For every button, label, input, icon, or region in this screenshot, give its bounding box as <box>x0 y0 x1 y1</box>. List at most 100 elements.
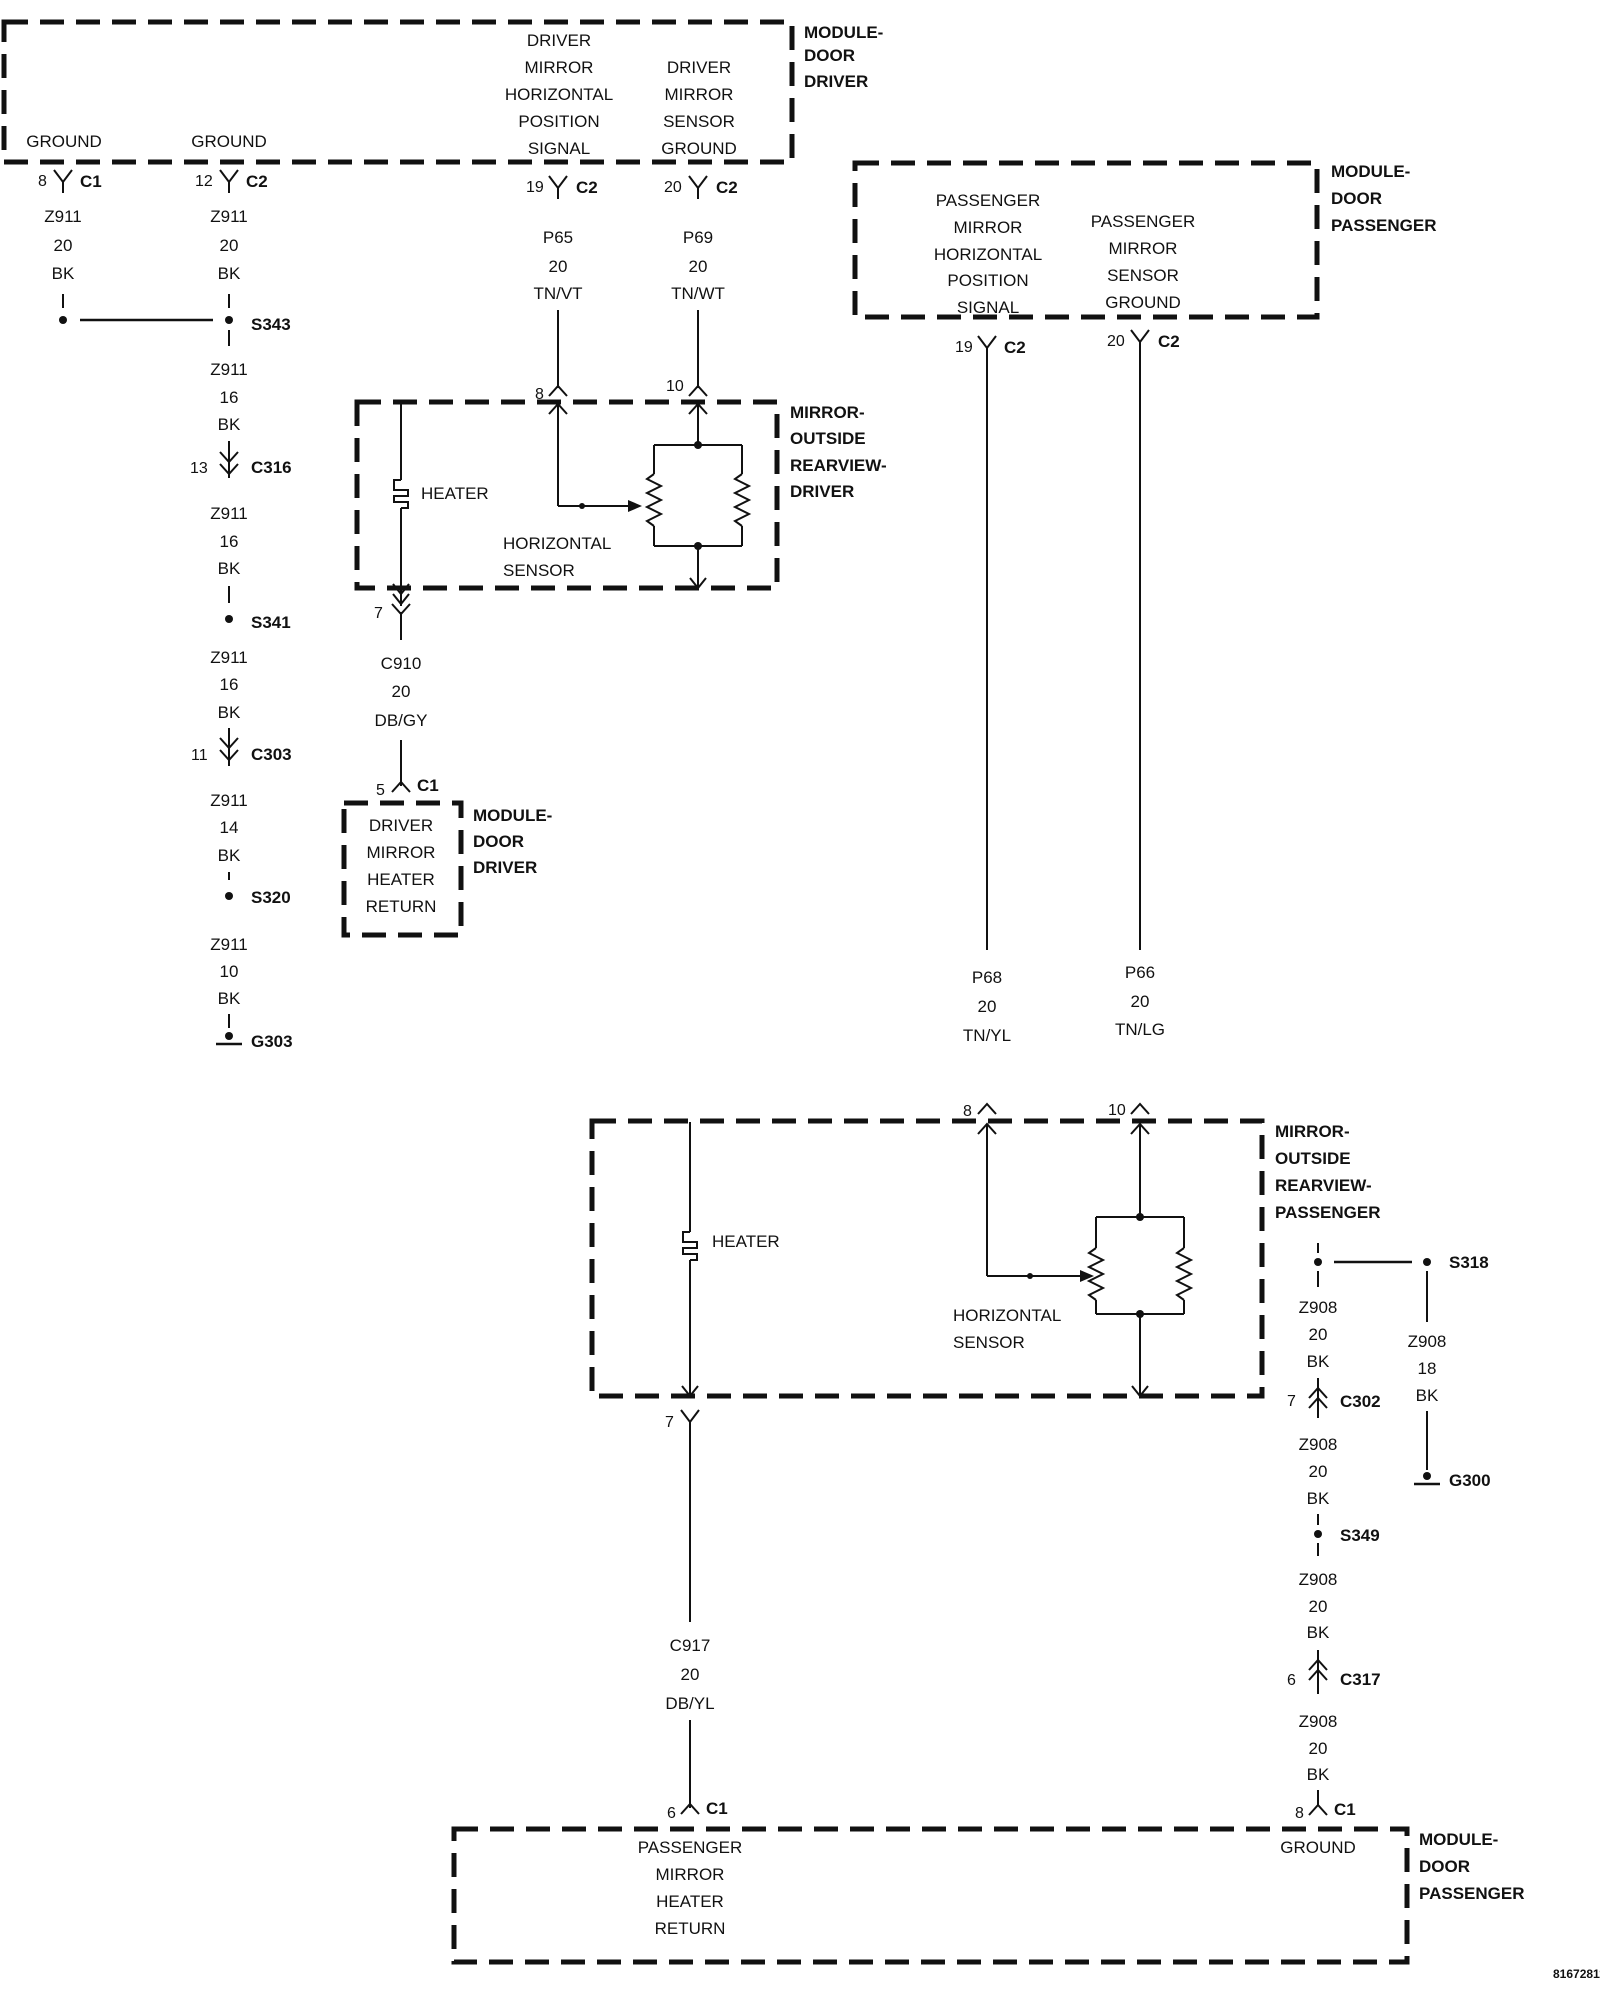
svg-text:8: 8 <box>1295 1805 1304 1822</box>
svg-text:7: 7 <box>1287 1393 1296 1410</box>
svg-text:5: 5 <box>376 782 385 799</box>
connector-c1-pin8-passenger: 8 C1 <box>1295 1800 1356 1822</box>
svg-text:DB/GY: DB/GY <box>375 711 428 730</box>
svg-text:Z908: Z908 <box>1408 1332 1447 1351</box>
svg-text:19: 19 <box>955 339 973 356</box>
svg-text:C910: C910 <box>381 654 422 673</box>
svg-text:Z911: Z911 <box>210 791 248 810</box>
svg-text:Z908: Z908 <box>1299 1298 1338 1317</box>
driver-mirror-horizontal-label: DRIVER MIRROR HORIZONTAL POSITION SIGNAL <box>505 31 613 158</box>
svg-text:10: 10 <box>1108 1102 1126 1119</box>
svg-text:PASSENGER: PASSENGER <box>1275 1203 1381 1222</box>
svg-text:C302: C302 <box>1340 1392 1381 1411</box>
connector-c316-pin13: 13 C316 <box>190 441 292 478</box>
wire-z908-20-bk-3: Z908 20 BK <box>1299 1570 1338 1642</box>
svg-text:HORIZONTAL: HORIZONTAL <box>503 534 611 553</box>
module-door-passenger-top-box <box>852 160 1320 320</box>
svg-text:11: 11 <box>191 747 208 764</box>
svg-text:SENSOR: SENSOR <box>1107 266 1179 285</box>
connector-c302-pin7: 7 C302 <box>1287 1378 1381 1418</box>
svg-text:16: 16 <box>220 532 239 551</box>
wire-z911-14-bk: Z911 14 BK <box>210 791 248 865</box>
svg-text:OUTSIDE: OUTSIDE <box>790 429 866 448</box>
svg-text:GROUND: GROUND <box>661 139 737 158</box>
connector-pin10-mirror-driver: 10 <box>666 378 708 397</box>
connector-pin10-mirror-passenger: 10 <box>1108 1102 1150 1119</box>
svg-text:C1: C1 <box>417 776 439 795</box>
figure-id: 81672811 <box>1553 1967 1600 1981</box>
svg-text:C2: C2 <box>246 172 268 191</box>
module-door-passenger-top-title: MODULE- DOOR PASSENGER <box>1331 162 1437 235</box>
mirror-passenger-box <box>589 1118 1265 1399</box>
ground-label-2: GROUND <box>191 132 267 151</box>
svg-text:MIRROR: MIRROR <box>1109 239 1178 258</box>
svg-text:20: 20 <box>681 1665 700 1684</box>
svg-text:P66: P66 <box>1125 963 1155 982</box>
mirror-driver-box <box>354 399 780 591</box>
module-door-driver-top-box <box>1 19 795 165</box>
svg-text:MIRROR: MIRROR <box>665 85 734 104</box>
module-door-passenger-bottom-box <box>451 1826 1410 1965</box>
svg-text:P65: P65 <box>543 228 573 247</box>
svg-text:MIRROR-: MIRROR- <box>790 403 865 422</box>
module-door-driver-top-title: MODULE- DOOR DRIVER <box>804 23 883 91</box>
svg-text:SIGNAL: SIGNAL <box>957 298 1019 317</box>
svg-text:10: 10 <box>666 378 684 395</box>
connector-pin7-passenger-mirror: 7 <box>665 1409 700 1432</box>
svg-text:7: 7 <box>374 605 383 622</box>
passenger-mirror-horizontal-label: PASSENGER MIRROR HORIZONTAL POSITION SIG… <box>934 191 1042 317</box>
svg-text:PASSENGER: PASSENGER <box>1091 212 1196 231</box>
heater-element-passenger <box>681 1122 699 1398</box>
svg-text:Z911: Z911 <box>210 504 248 523</box>
svg-text:DRIVER: DRIVER <box>667 58 731 77</box>
splice-s349-label: S349 <box>1340 1526 1380 1545</box>
module-door-driver-mid-title: MODULE- DOOR DRIVER <box>473 806 552 877</box>
svg-text:BK: BK <box>218 846 241 865</box>
svg-text:C1: C1 <box>1334 1800 1356 1819</box>
heater-element-driver <box>392 403 410 606</box>
svg-text:REARVIEW-: REARVIEW- <box>1275 1176 1372 1195</box>
svg-text:C2: C2 <box>1158 332 1180 351</box>
svg-text:PASSENGER: PASSENGER <box>638 1838 743 1857</box>
svg-text:8: 8 <box>535 386 544 403</box>
heater-label-passenger: HEATER <box>712 1232 780 1251</box>
svg-text:16: 16 <box>220 388 239 407</box>
svg-text:PASSENGER: PASSENGER <box>1331 216 1437 235</box>
svg-text:DRIVER: DRIVER <box>473 858 537 877</box>
svg-text:10: 10 <box>220 962 239 981</box>
wire-c917-label: C917 20 DB/YL <box>665 1636 714 1713</box>
svg-text:HORIZONTAL: HORIZONTAL <box>953 1306 1061 1325</box>
svg-text:6: 6 <box>1287 1672 1296 1689</box>
connector-c2-pin19-passenger: 19 C2 <box>955 335 1026 358</box>
svg-text:TN/YL: TN/YL <box>963 1026 1011 1045</box>
svg-text:BK: BK <box>1307 1765 1330 1784</box>
svg-text:BK: BK <box>218 264 241 283</box>
horizontal-sensor-passenger <box>977 1122 1194 1398</box>
svg-text:20: 20 <box>1309 1739 1328 1758</box>
wire-c910-label: C910 20 DB/GY <box>375 654 428 730</box>
svg-text:DRIVER: DRIVER <box>369 816 433 835</box>
wire-z908-20-bk-4: Z908 20 BK <box>1299 1712 1338 1784</box>
splice-s320-label: S320 <box>251 888 291 907</box>
connector-c2-pin19-driver: 19 C2 <box>526 175 598 199</box>
svg-text:DOOR: DOOR <box>804 46 855 65</box>
svg-text:DB/YL: DB/YL <box>665 1694 714 1713</box>
svg-text:MIRROR-: MIRROR- <box>1275 1122 1350 1141</box>
ground-label-passenger: GROUND <box>1280 1838 1356 1857</box>
svg-text:P68: P68 <box>972 968 1002 987</box>
svg-text:20: 20 <box>978 997 997 1016</box>
svg-text:GROUND: GROUND <box>1105 293 1181 312</box>
svg-text:MIRROR: MIRROR <box>656 1865 725 1884</box>
svg-text:P69: P69 <box>683 228 713 247</box>
svg-text:18: 18 <box>1418 1359 1437 1378</box>
splice-s349-dot <box>1314 1530 1322 1538</box>
svg-text:C317: C317 <box>1340 1670 1381 1689</box>
svg-text:C316: C316 <box>251 458 292 477</box>
splice-dot-left <box>59 316 67 324</box>
svg-text:C2: C2 <box>576 178 598 197</box>
svg-text:12: 12 <box>195 173 213 190</box>
svg-text:20: 20 <box>392 682 411 701</box>
svg-text:C917: C917 <box>670 1636 711 1655</box>
ground-g300-label: G300 <box>1449 1471 1491 1490</box>
